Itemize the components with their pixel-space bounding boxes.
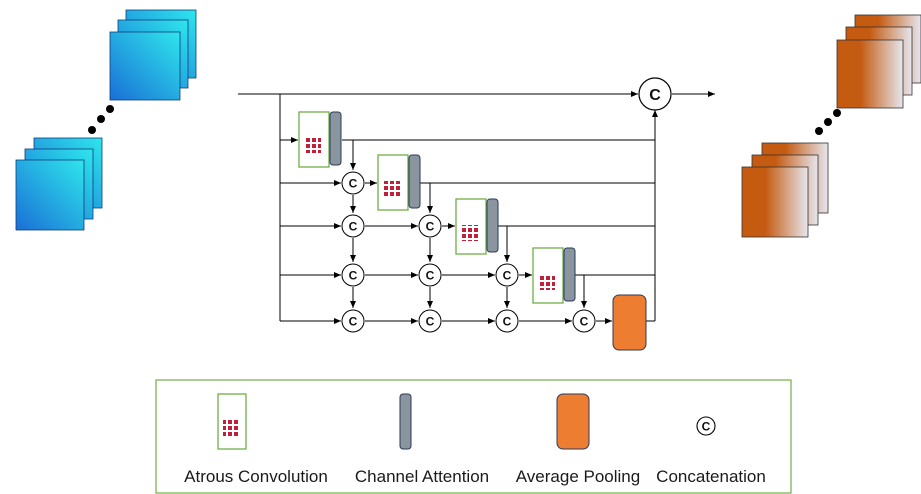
kernel-grid-icon [539,274,555,290]
average-pooling-legend-icon [556,393,590,450]
concat-node-r2c2: C [418,214,442,238]
legend-label-concat: Concatenation [656,467,766,486]
legend-item-concat: C Concatenation [656,416,766,486]
svg-text:C: C [580,315,589,329]
input-stack-bottom [15,137,103,231]
concat-node-r4c4: C [572,309,596,333]
svg-text:C: C [349,177,358,191]
svg-text:C: C [426,269,435,283]
legend-border [155,379,792,494]
legend-label-atrous: Atrous Convolution [184,467,328,486]
input-stack-top [109,9,197,101]
concat-node-r4c3: C [495,309,519,333]
legend-item-atrous: Atrous Convolution [184,393,328,486]
atrous-block-2 [377,154,421,211]
legend: Atrous Convolution Channel Attention Ave… [155,379,792,494]
svg-text:C: C [349,220,358,234]
channel-attention-bar [408,154,421,209]
concat-node-r3c1: C [341,263,365,287]
svg-text:C: C [503,269,512,283]
kernel-grid-icon [462,225,478,241]
average-pooling-block [612,294,647,351]
concat-nodes: C C C C C C C C C C C [341,77,672,333]
kernel-grid-icon [305,137,321,153]
concat-node-r3c2: C [418,263,442,287]
svg-text:C: C [702,420,711,434]
concat-node-r3c3: C [495,263,519,287]
kernel-grid-icon [384,181,400,197]
input-ellipsis-dots [88,105,114,134]
concat-node-r1c1: C [341,171,365,195]
concat-node-r2c1: C [341,214,365,238]
atrous-block-3 [455,198,499,255]
svg-text:C: C [349,315,358,329]
concatenation-legend-icon [696,416,716,436]
legend-label-channel: Channel Attention [355,467,489,486]
concat-node-r4c2: C [418,309,442,333]
svg-text:C: C [426,220,435,234]
input-feature-maps [15,9,197,231]
svg-text:C: C [349,269,358,283]
output-ellipsis-dots [815,109,841,135]
output-stack-bottom [741,142,829,238]
channel-attention-bar [486,198,499,253]
concat-node-r4c1: C [341,309,365,333]
legend-item-channel: Channel Attention [355,393,489,486]
legend-item-pooling: Average Pooling [516,393,640,486]
atrous-block-4 [532,247,576,304]
legend-label-pooling: Average Pooling [516,467,640,486]
connection-lines [238,91,715,324]
atrous-block-1 [298,111,342,168]
channel-attention-bar [329,111,342,166]
output-stack-top [836,14,921,109]
svg-text:C: C [649,87,661,104]
channel-attention-legend-icon [399,393,412,450]
kernel-grid-icon [223,420,239,436]
concat-node-final: C [638,77,672,111]
svg-text:C: C [426,315,435,329]
svg-text:C: C [503,315,512,329]
output-feature-maps [741,14,921,238]
channel-attention-bar [563,247,576,302]
